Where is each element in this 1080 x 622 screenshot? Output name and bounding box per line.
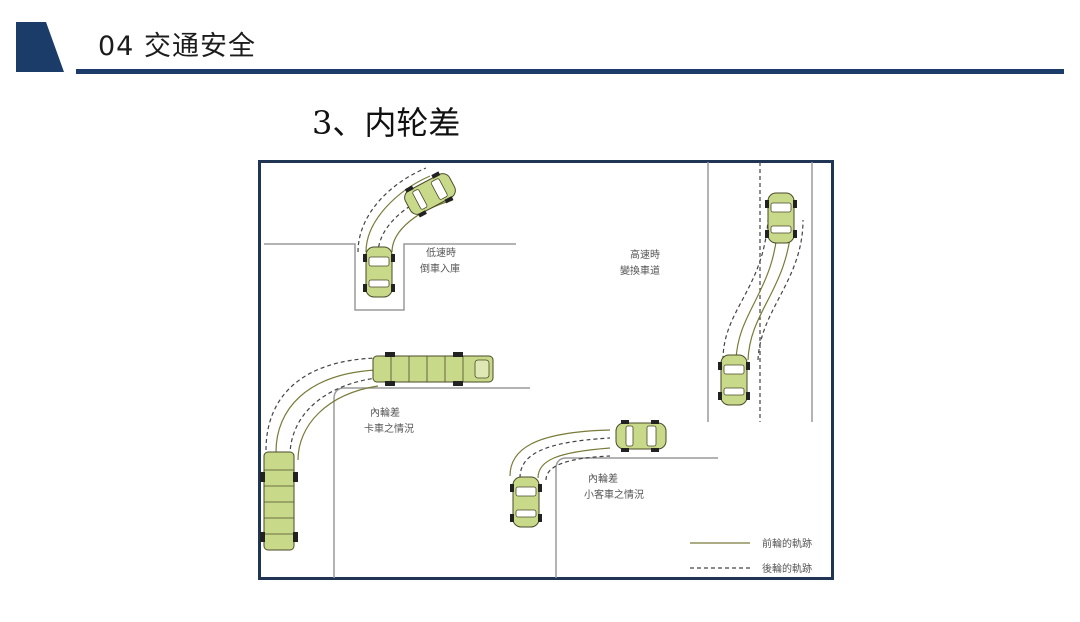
high-speed-lane-change-scene bbox=[707, 162, 813, 422]
high-speed-label-1: 高速時 bbox=[630, 248, 660, 261]
legend bbox=[690, 542, 750, 569]
low-speed-label-1: 低速時 bbox=[426, 246, 456, 259]
low-speed-parking-scene bbox=[264, 167, 516, 311]
slide-title: 3、内轮差 bbox=[312, 104, 461, 142]
low-speed-label-2: 倒車入庫 bbox=[420, 262, 460, 275]
section-divider bbox=[76, 69, 1064, 74]
section-title: 04 交通安全 bbox=[98, 31, 256, 62]
inner-wheel-difference-diagram: 低速時 倒車入庫 內輪差 bbox=[258, 160, 834, 580]
car-label-2: 小客車之情況 bbox=[584, 488, 644, 501]
car-turn-scene bbox=[509, 419, 718, 578]
truck-turn-scene bbox=[260, 352, 530, 578]
truck-label-1: 內輪差 bbox=[370, 406, 400, 419]
corner-accent-shape bbox=[16, 22, 64, 72]
legend-rear-label: 後輪的軌跡 bbox=[762, 562, 812, 575]
legend-front-label: 前輪的軌跡 bbox=[762, 537, 812, 550]
truck-label-2: 卡車之情況 bbox=[364, 422, 414, 435]
high-speed-label-2: 變換車道 bbox=[620, 264, 660, 277]
car-label-1: 內輪差 bbox=[588, 472, 618, 485]
